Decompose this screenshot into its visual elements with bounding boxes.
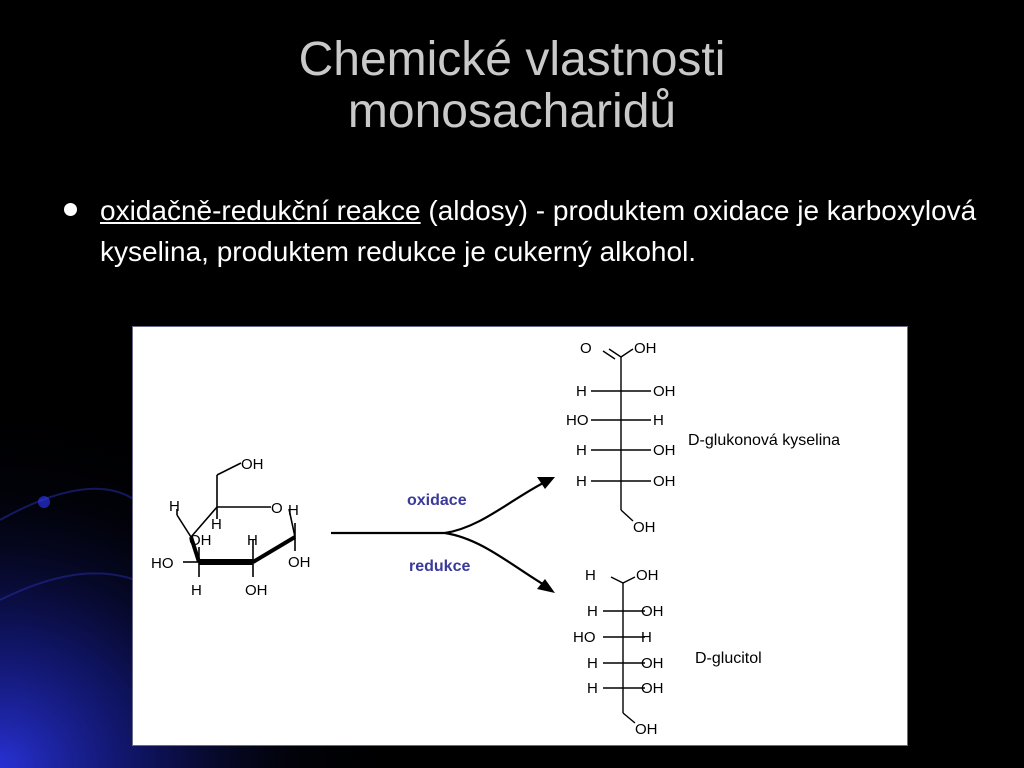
bullet-item: oxidačně-redukční reakce (aldosy) - prod…: [60, 190, 990, 272]
acid-row1-right: OH: [653, 383, 676, 400]
glucitol-row2-right: H: [641, 629, 652, 646]
acid-row2-right: H: [653, 412, 664, 429]
acid-top-o: O: [580, 340, 592, 357]
glucose-ring-o-label: O: [271, 500, 283, 517]
arrow-head-top: [537, 477, 555, 489]
glucose-ch2oh-label: OH: [241, 456, 264, 473]
glucose-c1-oh-label: OH: [288, 554, 311, 571]
glucitol-name: D-glucitol: [695, 650, 762, 667]
glucitol-row4-left: H: [587, 680, 598, 697]
gluconic-acid-labels: O OH H OH HO H H OH H OH OH: [566, 340, 676, 536]
gluconic-acid-structure: [591, 348, 651, 522]
oxidation-label: oxidace: [407, 492, 467, 509]
bullet-icon: [64, 203, 77, 216]
glucitol-labels: H OH H OH HO H H OH H OH OH: [573, 567, 664, 738]
acid-row4-left: H: [576, 473, 587, 490]
title-line-1: Chemické vlastnosti: [298, 33, 726, 86]
glucose-c3-h-label: H: [247, 532, 258, 549]
glucose-c4-h-label: H: [211, 516, 222, 533]
acid-row3-left: H: [576, 442, 587, 459]
glucitol-top-h: H: [585, 567, 596, 584]
arrow-head-bottom: [537, 579, 555, 593]
bullet-rest-text: (aldosy) - produktem oxidace je karboxyl…: [100, 195, 977, 267]
glucitol-structure: [603, 576, 645, 724]
reaction-diagram: OH O H OH H H OH HO H OH H oxidace reduk…: [151, 340, 840, 738]
glucitol-bottom-oh: OH: [635, 721, 658, 738]
acid-top-oh: OH: [634, 340, 657, 357]
slide-title: Chemické vlastnosti monosacharidů: [0, 34, 1024, 138]
glucitol-row2-left: HO: [573, 629, 596, 646]
acid-row3-right: OH: [653, 442, 676, 459]
glucose-c4-ho-label: HO: [151, 555, 174, 572]
gluconic-acid-name: D-glukonová kyselina: [688, 432, 840, 449]
glucose-ring: [176, 462, 297, 577]
glucose-c3-oh-label: OH: [245, 582, 268, 599]
glucitol-row3-right: OH: [641, 655, 664, 672]
acid-bottom-oh: OH: [633, 519, 656, 536]
acid-row2-left: HO: [566, 412, 589, 429]
reaction-link[interactable]: oxidačně-redukční reakce: [100, 195, 421, 226]
bullet-text: oxidačně-redukční reakce (aldosy) - prod…: [100, 190, 990, 272]
glucitol-row3-left: H: [587, 655, 598, 672]
glucose-c4-oh-label: OH: [189, 532, 212, 549]
reaction-figure: OH O H OH H H OH HO H OH H oxidace reduk…: [132, 326, 908, 746]
glucitol-row1-right: OH: [641, 603, 664, 620]
reduction-label: redukce: [409, 558, 470, 575]
glucose-c1-h-label: H: [288, 502, 299, 519]
acid-row1-left: H: [576, 383, 587, 400]
title-line-2: monosacharidů: [347, 85, 677, 138]
glucitol-top-oh: OH: [636, 567, 659, 584]
glucose-c2-h-label: H: [191, 582, 202, 599]
glucose-labels: OH O H OH H H OH HO H OH H: [151, 456, 311, 599]
glucose-c5-h-label: H: [169, 498, 180, 515]
glucitol-row4-right: OH: [641, 680, 664, 697]
glucitol-row1-left: H: [587, 603, 598, 620]
acid-row4-right: OH: [653, 473, 676, 490]
branching-arrow: [331, 478, 552, 590]
